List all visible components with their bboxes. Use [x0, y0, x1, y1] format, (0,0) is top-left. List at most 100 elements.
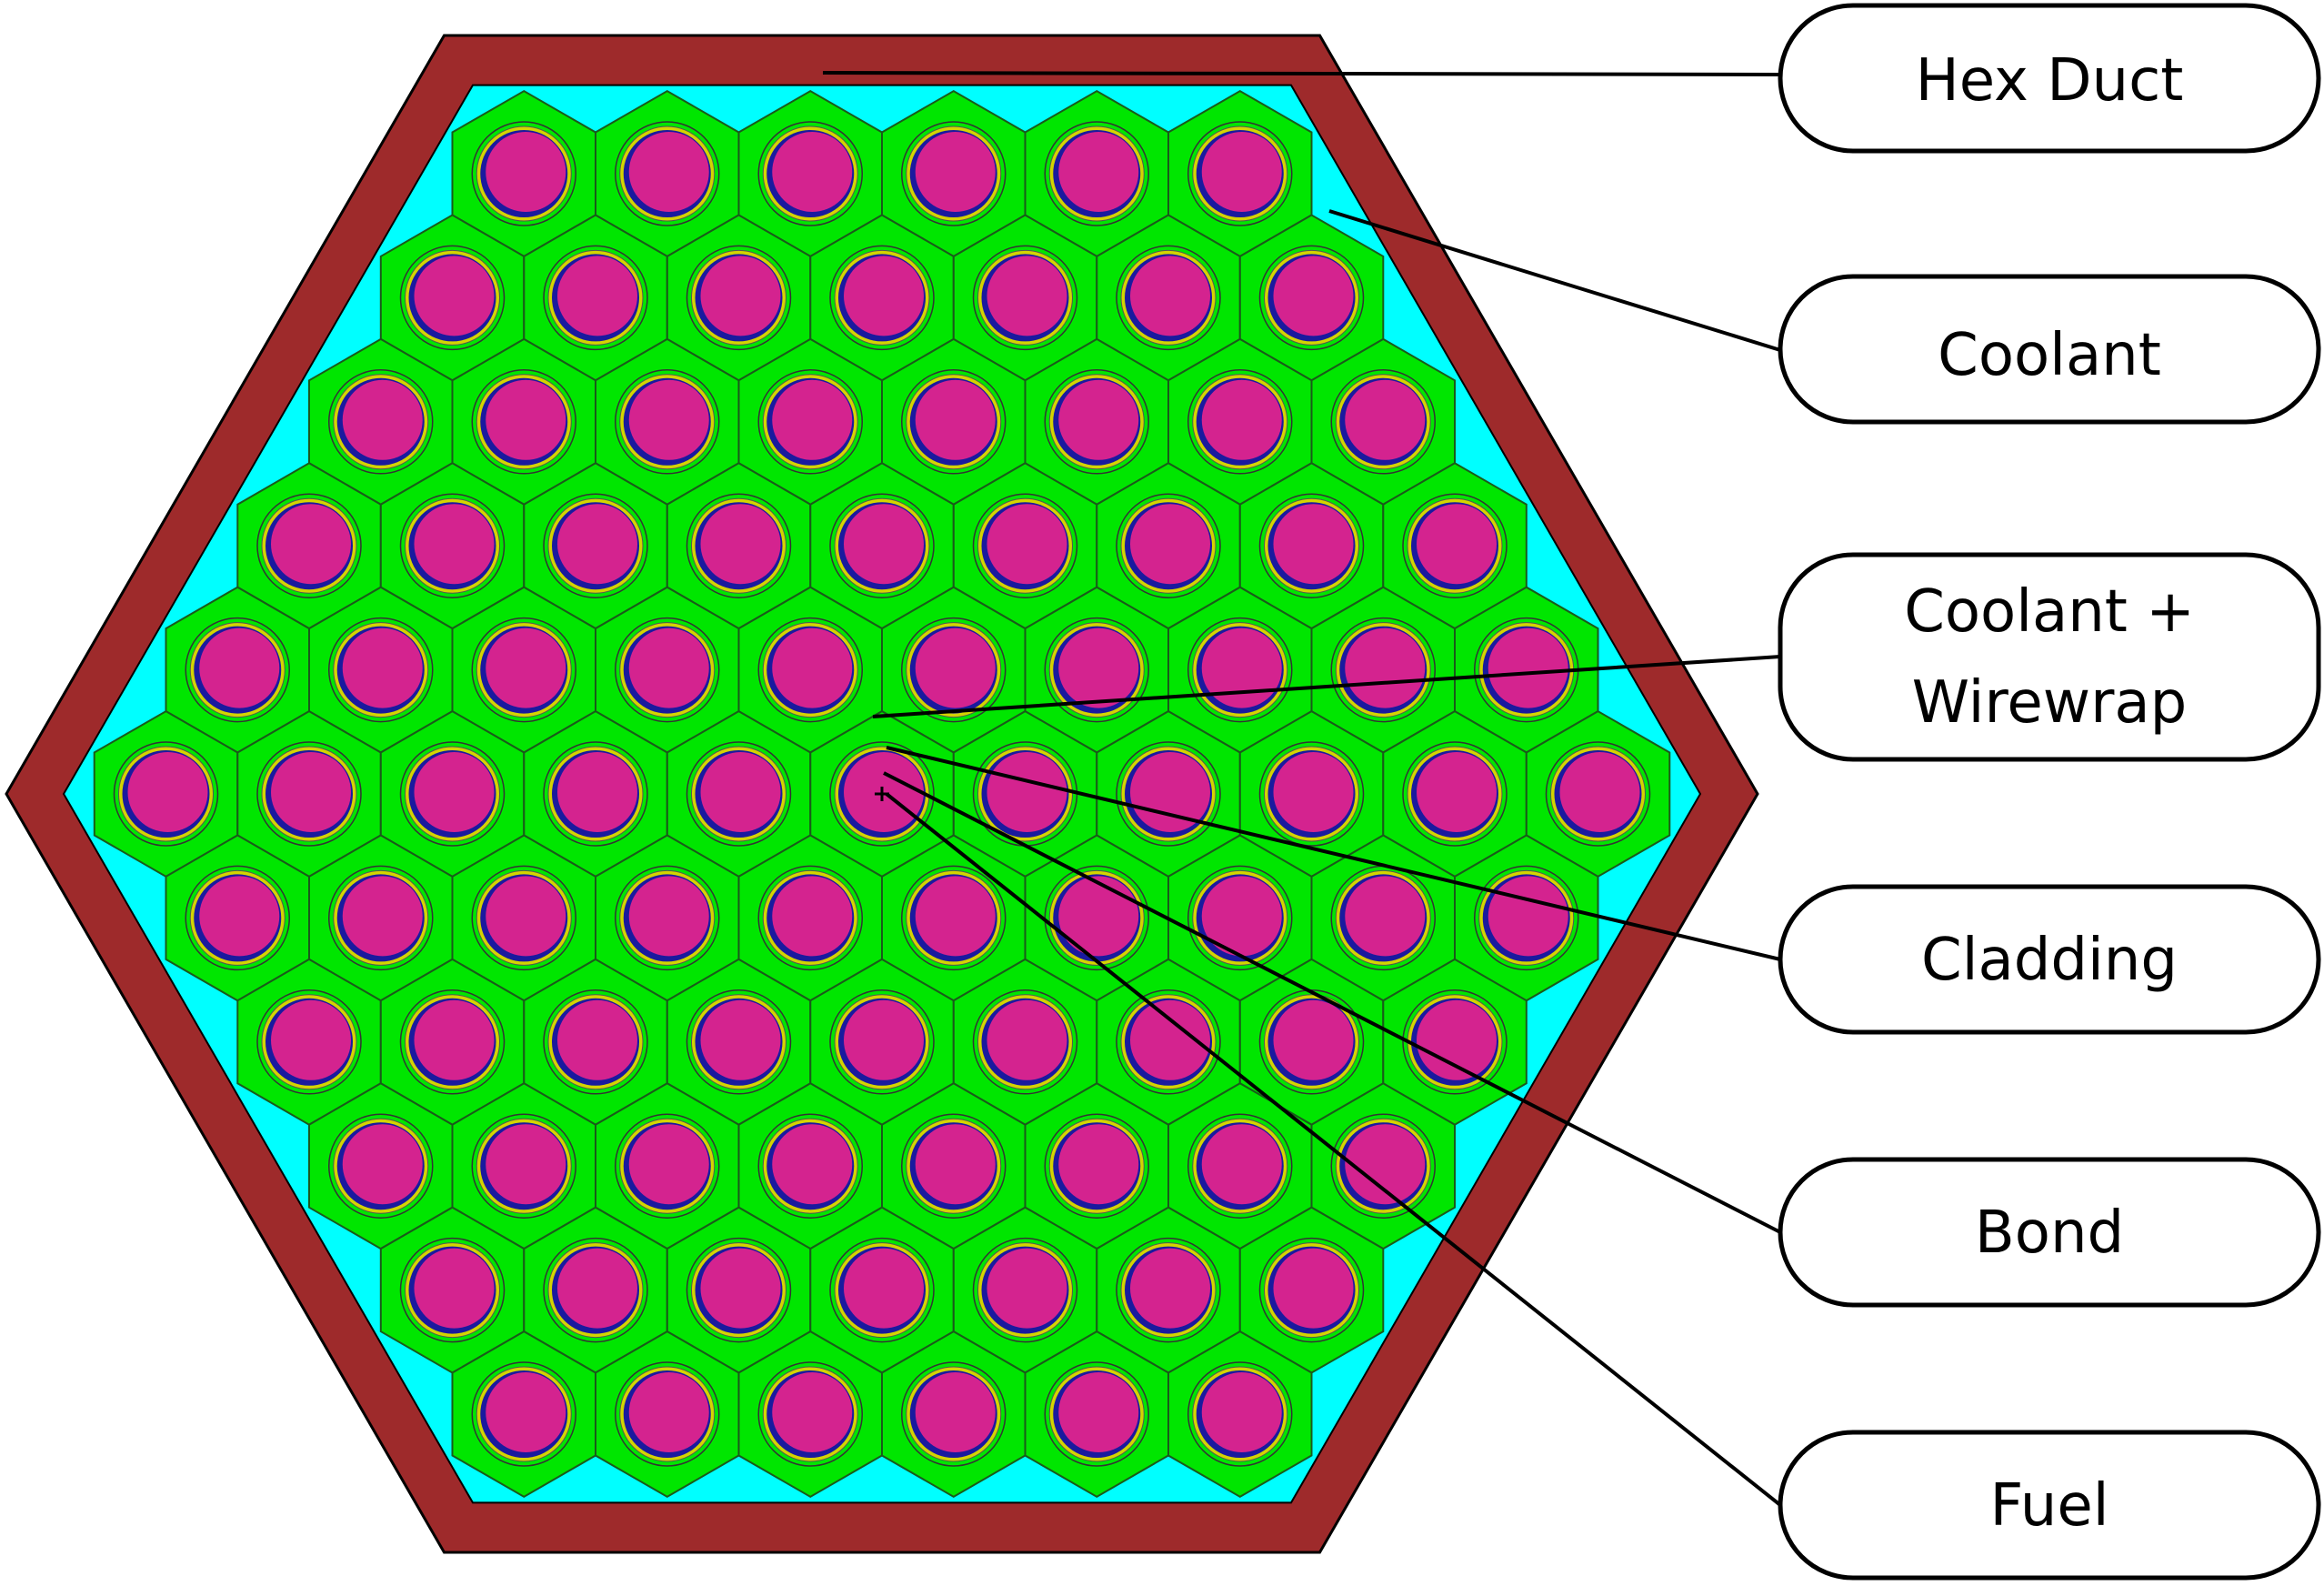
fuel-pellet: [486, 132, 566, 213]
fuel-pellet: [1058, 876, 1139, 957]
fuel-pin: [1044, 369, 1149, 475]
fuel-pellet: [486, 1371, 566, 1452]
fuel-pin: [829, 989, 935, 1095]
fuel-pellet: [987, 256, 1067, 336]
fuel-pin: [615, 369, 720, 475]
fuel-pin: [1187, 617, 1293, 723]
fuel-pin: [399, 493, 506, 598]
fuel-pellet: [1201, 876, 1282, 957]
fuel-pin: [1187, 369, 1293, 475]
fuel-pellet: [700, 256, 781, 336]
label-text: Coolant: [1938, 322, 2161, 389]
fuel-pellet: [987, 999, 1067, 1080]
fuel-pellet: [1130, 999, 1210, 1080]
label-box: [1778, 1430, 2321, 1581]
label-coolant: Coolant: [1778, 274, 2321, 425]
label-box: [1778, 3, 2321, 154]
fuel-pellet: [271, 999, 351, 1080]
fuel-pin: [901, 617, 1007, 723]
label-text: Fuel: [1989, 1472, 2109, 1540]
fuel-pin: [615, 865, 720, 971]
fuel-pellet: [557, 504, 637, 585]
leader-line-coolant-wirewrap: [872, 655, 1781, 718]
label-text: Coolant +: [1904, 578, 2195, 646]
fuel-pellet: [915, 1371, 996, 1452]
fuel-pellet: [772, 1124, 853, 1205]
label-text: Bond: [1975, 1200, 2124, 1267]
fuel-pin: [1402, 493, 1508, 598]
fuel-pellet: [1488, 876, 1568, 957]
fuel-pins: [113, 121, 1651, 1467]
fuel-pin: [829, 245, 935, 351]
fuel-pellet: [342, 1124, 423, 1205]
label-box: [1778, 552, 2321, 762]
fuel-pellet: [1201, 1371, 1282, 1452]
fuel-pin: [829, 493, 935, 598]
fuel-pellet: [414, 256, 495, 336]
fuel-pellet: [987, 752, 1067, 832]
fuel-pin: [471, 369, 576, 475]
label-text: Wirewrap: [1912, 669, 2187, 737]
fuel-pellet: [1273, 752, 1354, 832]
label-coolant-wirewrap: Coolant + Wirewrap: [1778, 552, 2321, 762]
fuel-pellet: [1201, 132, 1282, 213]
fuel-pellet: [915, 1124, 996, 1205]
fuel-pellet: [844, 256, 924, 336]
fuel-pellet: [915, 379, 996, 460]
fuel-pellet: [127, 752, 208, 832]
fuel-pellet: [414, 1248, 495, 1329]
fuel-pellet: [1058, 1371, 1139, 1452]
fuel-pin: [1330, 865, 1436, 971]
fuel-pellet: [915, 132, 996, 213]
fuel-pellet: [1345, 379, 1426, 460]
label-cladding: Cladding: [1778, 884, 2321, 1035]
label-box: [1778, 884, 2321, 1035]
fuel-pellet: [1417, 752, 1497, 832]
fuel-pellet: [342, 627, 423, 708]
fuel-pellet: [486, 379, 566, 460]
fuel-pin: [399, 245, 506, 351]
fuel-pellet: [199, 876, 280, 957]
fuel-pellet: [1273, 1248, 1354, 1329]
fuel-pellet: [1130, 504, 1210, 585]
fuel-pellet: [1130, 752, 1210, 832]
fuel-pellet: [700, 999, 781, 1080]
fuel-pellet: [1345, 876, 1426, 957]
label-hex-duct: Hex Duct: [1778, 3, 2321, 154]
fuel-pellet: [342, 379, 423, 460]
fuel-pin: [972, 245, 1078, 351]
fuel-pin: [1330, 1113, 1436, 1219]
fuel-pin: [543, 245, 648, 351]
fuel-pin: [615, 617, 720, 723]
fuel-pin: [686, 741, 792, 847]
fuel-pellet: [772, 1371, 853, 1452]
fuel-pellet: [414, 504, 495, 585]
fuel-pin: [757, 121, 863, 226]
fuel-pin: [1258, 741, 1365, 847]
fuel-pin: [471, 121, 576, 226]
fuel-pellet: [1559, 752, 1640, 832]
fuel-pin: [1044, 1361, 1149, 1467]
fuel-pin: [757, 369, 863, 475]
leader-line-coolant: [1328, 209, 1781, 352]
fuel-pellet: [486, 627, 566, 708]
fuel-pellet: [414, 999, 495, 1080]
fuel-pellet: [557, 999, 637, 1080]
fuel-pin: [543, 741, 648, 847]
fuel-pellet: [1201, 379, 1282, 460]
fuel-pin: [1402, 741, 1508, 847]
fuel-pin: [185, 617, 290, 723]
fuel-pin: [185, 865, 290, 971]
fuel-pin: [328, 1113, 434, 1219]
fuel-pin: [543, 493, 648, 598]
fuel-pin: [1044, 121, 1149, 226]
fuel-pellet: [486, 876, 566, 957]
fuel-pellet: [414, 752, 495, 832]
fuel-pellet: [1488, 627, 1568, 708]
fuel-pellet: [915, 876, 996, 957]
fuel-pellet: [700, 1248, 781, 1329]
label-text: Cladding: [1921, 927, 2178, 994]
fuel-pin: [686, 493, 792, 598]
